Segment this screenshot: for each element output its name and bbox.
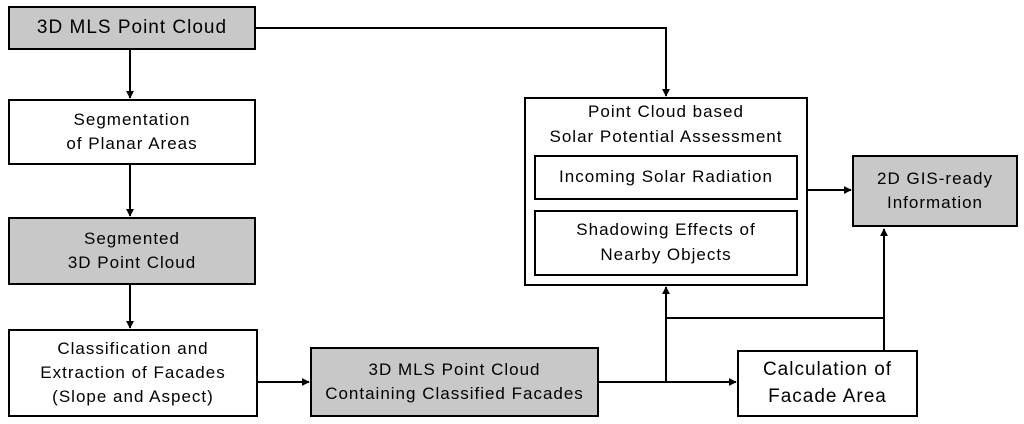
node-label-line: 3D MLS Point Cloud [368, 359, 541, 379]
node-segmentation: Segmentation of Planar Areas [8, 99, 256, 165]
node-label-line: Containing Classified Facades [325, 384, 584, 403]
node-label-line: Facade Area [768, 385, 887, 407]
node-segmented-point-cloud: Segmented 3D Point Cloud [8, 217, 256, 285]
node-label-line: 3D MLS Point Cloud [36, 16, 228, 38]
node-label-line: Calculation of [762, 358, 893, 380]
node-label-line: Extraction of Facades [40, 362, 226, 382]
node-label-line: 3D Point Cloud [67, 253, 197, 272]
node-label-line: Point Cloud based [588, 102, 744, 121]
node-3d-mls-point-cloud: 3D MLS Point Cloud [8, 6, 256, 50]
node-classification: Classification and Extraction of Facades… [8, 329, 258, 417]
arrow-mls-to-solar [256, 27, 670, 97]
node-label-line: Shadowing Effects of [576, 220, 756, 240]
node-label-line: Nearby Objects [600, 245, 732, 264]
node-incoming-solar-radiation: Incoming Solar Radiation [534, 155, 798, 200]
node-label-line: Segmented [84, 228, 180, 248]
node-classified-facades-cloud: 3D MLS Point Cloud Containing Classified… [310, 347, 599, 417]
node-label-line: Segmentation [73, 109, 191, 129]
solar-assessment-header: Point Cloud based Solar Potential Assess… [526, 99, 806, 149]
node-label-line: 2D GIS-ready [877, 168, 993, 188]
node-label-line: of Planar Areas [66, 134, 198, 153]
node-label-line: (Slope and Aspect) [52, 387, 214, 407]
node-solar-potential-assessment: Point Cloud based Solar Potential Assess… [524, 97, 808, 286]
node-calculation-of-facade-area: Calculation of Facade Area [737, 350, 918, 417]
node-label-line: Classification and [57, 338, 209, 358]
node-label-line: Information [886, 193, 984, 212]
node-label-line: Solar Potential Assessment [549, 126, 783, 146]
node-2d-gis-ready-information: 2D GIS-ready Information [852, 155, 1018, 227]
node-label-line: Incoming Solar Radiation [559, 167, 773, 187]
node-shadowing-effects: Shadowing Effects of Nearby Objects [534, 210, 798, 276]
